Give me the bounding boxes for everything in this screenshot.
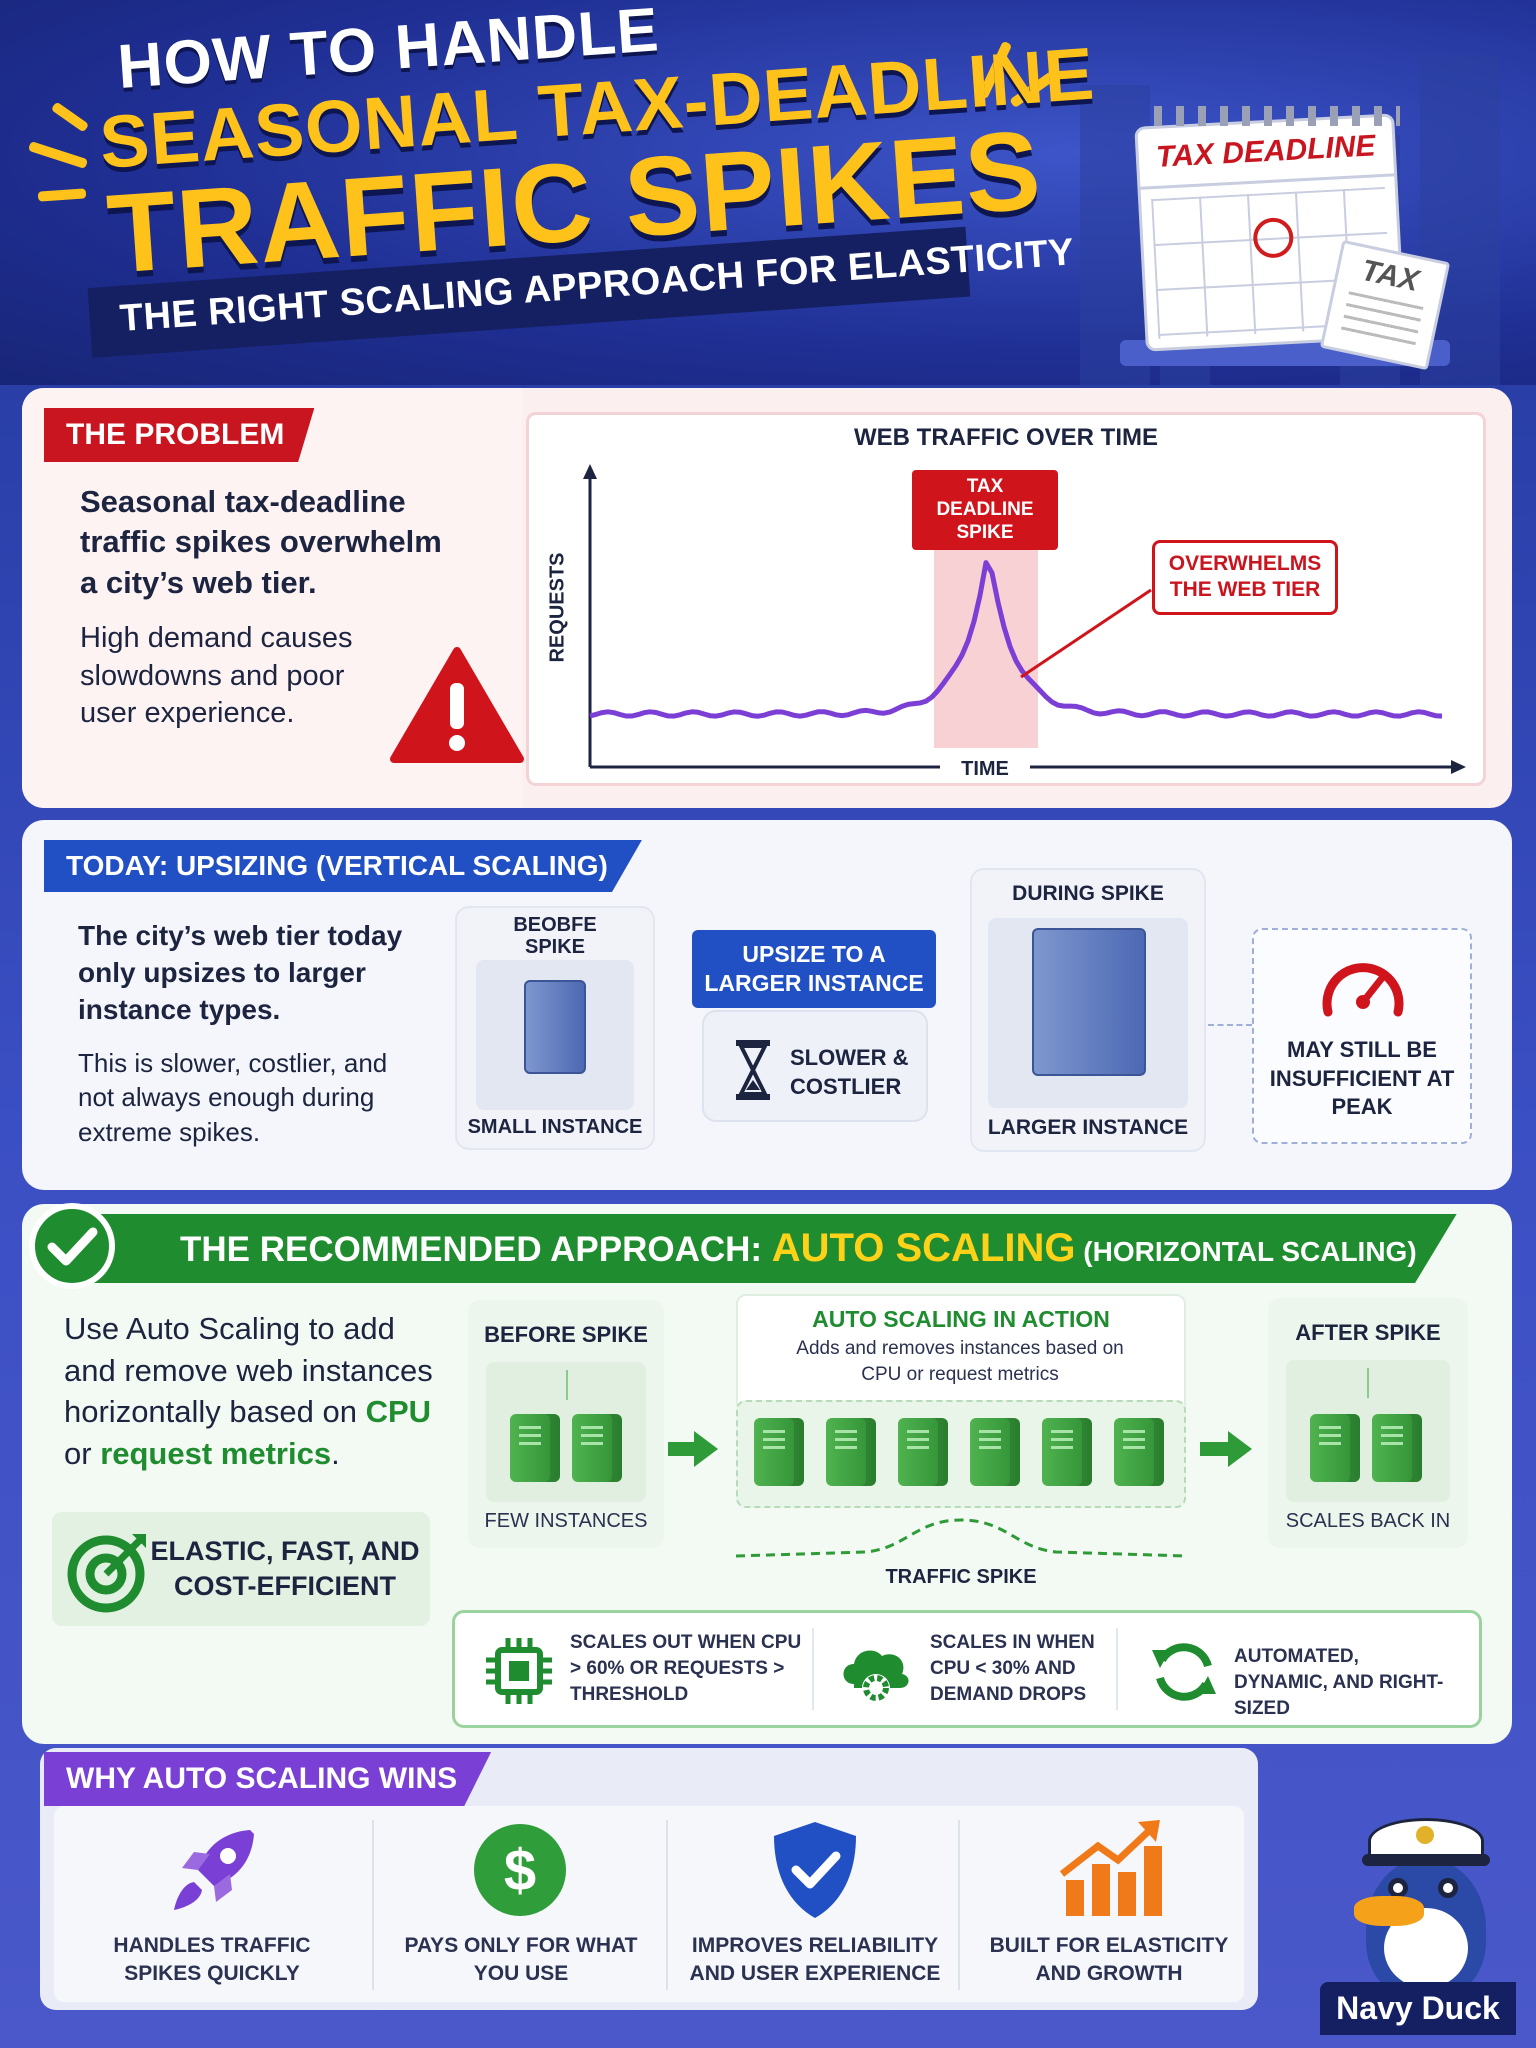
overwhelm-callout: OVERWHELMS THE WEB TIER [1152, 540, 1338, 615]
larger-instance-caption: LARGER INSTANCE [987, 1116, 1189, 1139]
server-icon [1042, 1418, 1092, 1486]
server-icon [510, 1414, 560, 1482]
recommended-tag-suffix: (HORIZONTAL SCALING) [1075, 1236, 1417, 1267]
traffic-spike-label: TRAFFIC SPIKE [885, 1566, 1037, 1588]
elastic-label: ELASTIC, FAST, AND COST-EFFICIENT [150, 1536, 420, 1602]
insufficient-label: MAY STILL BE INSUFFICIENT AT PEAK [1269, 1037, 1455, 1120]
few-instances-caption: FEW INSTANCES [484, 1510, 648, 1532]
chip-icon [486, 1638, 552, 1704]
arrow-right-icon [1228, 1431, 1252, 1467]
dollar-icon: $ [474, 1824, 566, 1916]
svg-text:$: $ [504, 1838, 536, 1903]
growth-chart-icon [1059, 1820, 1162, 1916]
chart-ylabel: REQUESTS [546, 552, 569, 663]
server-icon [898, 1418, 948, 1486]
check-circle-icon [29, 1203, 115, 1289]
cloud-gear-icon [843, 1650, 909, 1702]
chart-xlabel: TIME [940, 758, 1030, 781]
during-spike-title: DURING SPIKE [1012, 882, 1164, 905]
before-spike-title: BEOBFE SPIKE [513, 914, 597, 958]
before-auto-title: BEFORE SPIKE [484, 1322, 648, 1347]
after-auto-title: AFTER SPIKE [1295, 1320, 1441, 1345]
server-icon [572, 1414, 622, 1482]
rules-panel [452, 1610, 1482, 1728]
target-icon [67, 1534, 146, 1613]
today-tag: TODAY: UPSIZING (VERTICAL SCALING) [44, 840, 642, 892]
rule-scale-in: SCALES IN WHEN CPU < 30% AND DEMAND DROP… [930, 1632, 1095, 1706]
brand-label: Navy Duck [1320, 1982, 1516, 2035]
why-tag: WHY AUTO SCALING WINS [44, 1752, 492, 1806]
today-body: This is slower, costlier, and not always… [78, 1048, 388, 1147]
scales-back-caption: SCALES BACK IN [1285, 1510, 1451, 1532]
today-headline: The city’s web tier today only upsizes t… [78, 920, 403, 1025]
warning-icon [390, 647, 524, 763]
recommended-tag: THE RECOMMENDED APPROACH: AUTO SCALING (… [70, 1214, 1457, 1283]
spike-label: TAX DEADLINE SPIKE [912, 470, 1058, 551]
auto-scaling-sub: Adds and removes instances based on CPU … [796, 1338, 1124, 1385]
shield-check-icon [774, 1822, 856, 1918]
calendar-label: TAX DEADLINE [1137, 116, 1395, 190]
recommended-tag-prefix: THE RECOMMENDED APPROACH: [180, 1230, 772, 1269]
benefit-pay: PAYS ONLY FOR WHAT YOU USE [404, 1934, 638, 1986]
arrow-right-icon [694, 1431, 718, 1467]
server-icon [826, 1418, 876, 1486]
calendar-icon: TAX DEADLINE TAX [1120, 100, 1451, 371]
server-icon [1114, 1418, 1164, 1486]
server-icon [970, 1418, 1020, 1486]
small-instance-caption: SMALL INSTANCE [467, 1116, 643, 1138]
traffic-spike-curve [736, 1518, 1186, 1558]
traffic-chart [583, 464, 1466, 774]
server-fleet [736, 1400, 1186, 1508]
slower-costlier-label: SLOWER & COSTLIER [790, 1045, 909, 1099]
benefit-traffic: HANDLES TRAFFIC SPIKES QUICKLY [113, 1934, 311, 1986]
problem-tag: THE PROBLEM [44, 408, 315, 462]
recommended-body: Use Auto Scaling to add and remove web i… [64, 1311, 433, 1471]
upsize-label: UPSIZE TO A LARGER INSTANCE [692, 930, 936, 1008]
duck-mascot [1326, 1798, 1516, 1998]
rule-scale-out: SCALES OUT WHEN CPU > 60% OR REQUESTS > … [570, 1632, 802, 1706]
problem-headline: Seasonal tax-deadline traffic spikes ove… [80, 484, 442, 600]
server-icon [1372, 1414, 1422, 1482]
benefit-reliability: IMPROVES RELIABILITY AND USER EXPERIENCE [689, 1934, 941, 1986]
large-server-icon [1032, 928, 1146, 1076]
auto-scaling-title: AUTO SCALING IN ACTION [812, 1306, 1110, 1332]
rocket-icon [174, 1830, 254, 1910]
benefit-elasticity: BUILT FOR ELASTICITY AND GROWTH [989, 1934, 1229, 1986]
server-icon [754, 1418, 804, 1486]
problem-body: High demand causes slowdowns and poor us… [80, 622, 353, 730]
chart-title: WEB TRAFFIC OVER TIME [854, 424, 1158, 451]
server-icon [1310, 1414, 1360, 1482]
traffic-series-line [589, 560, 1443, 719]
refresh-icon [1152, 1643, 1216, 1701]
small-server-icon [524, 980, 586, 1074]
speedometer-icon [1322, 963, 1404, 1017]
rule-automated: AUTOMATED, DYNAMIC, AND RIGHT-SIZED [1234, 1646, 1444, 1720]
recommended-tag-highlight: AUTO SCALING [771, 1226, 1076, 1270]
